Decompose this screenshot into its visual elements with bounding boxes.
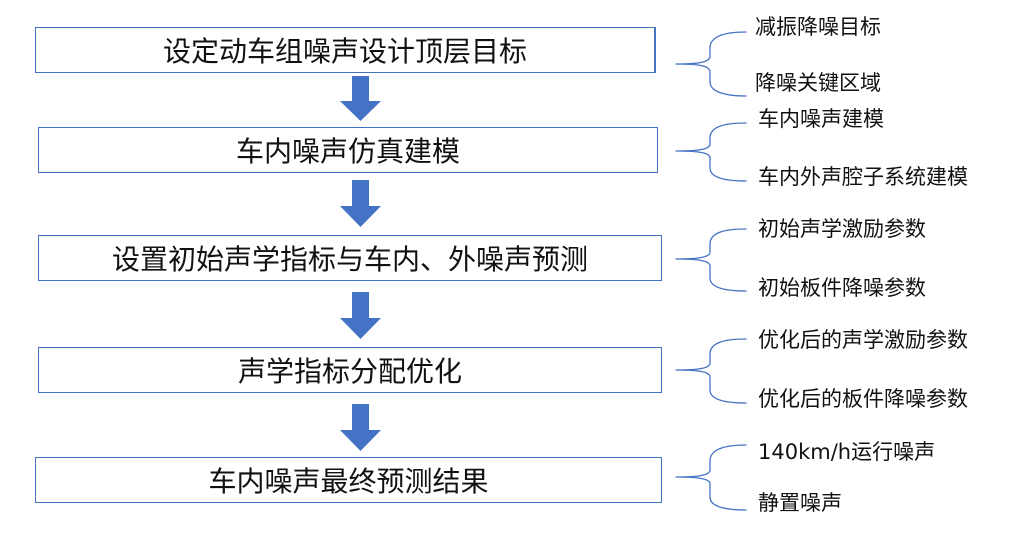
brace-5 xyxy=(675,444,747,511)
step-label: 声学指标分配优化 xyxy=(237,355,462,388)
step-box-set-noise-target: 设定动车组噪声设计顶层目标 xyxy=(35,27,656,73)
step-label: 车内噪声最终预测结果 xyxy=(208,465,489,498)
note-text: 减振降噪目标 xyxy=(755,15,881,39)
step-label: 设置初始声学指标与车内、外噪声预测 xyxy=(111,243,588,276)
down-arrow-4 xyxy=(340,404,381,451)
note-text: 车内外声腔子系统建模 xyxy=(758,165,968,189)
down-arrow-2 xyxy=(340,180,381,227)
down-arrow-3 xyxy=(340,292,381,339)
down-arrow-1 xyxy=(340,76,381,121)
step-box-initial-indicators-and-prediction: 设置初始声学指标与车内、外噪声预测 xyxy=(38,235,662,281)
note-text: 车内噪声建模 xyxy=(758,107,884,131)
step-box-indicator-allocation-optimization: 声学指标分配优化 xyxy=(38,347,662,393)
brace-4 xyxy=(675,338,747,404)
note-text: 初始声学激励参数 xyxy=(758,217,926,241)
note-text: 降噪关键区域 xyxy=(755,71,881,95)
note-text: 静置噪声 xyxy=(758,491,842,515)
note-text: 优化后的板件降噪参数 xyxy=(758,387,968,411)
note-text: 优化后的声学激励参数 xyxy=(758,328,968,352)
brace-1 xyxy=(675,31,747,97)
step-box-noise-simulation-modeling: 车内噪声仿真建模 xyxy=(38,127,658,173)
note-text: 初始板件降噪参数 xyxy=(758,276,926,300)
step-label: 设定动车组噪声设计顶层目标 xyxy=(162,35,527,68)
step-box-final-prediction-results: 车内噪声最终预测结果 xyxy=(35,457,662,503)
brace-2 xyxy=(675,122,747,182)
note-text: 140km/h运行噪声 xyxy=(758,440,936,464)
brace-3 xyxy=(675,228,747,292)
step-label: 车内噪声仿真建模 xyxy=(235,135,460,168)
